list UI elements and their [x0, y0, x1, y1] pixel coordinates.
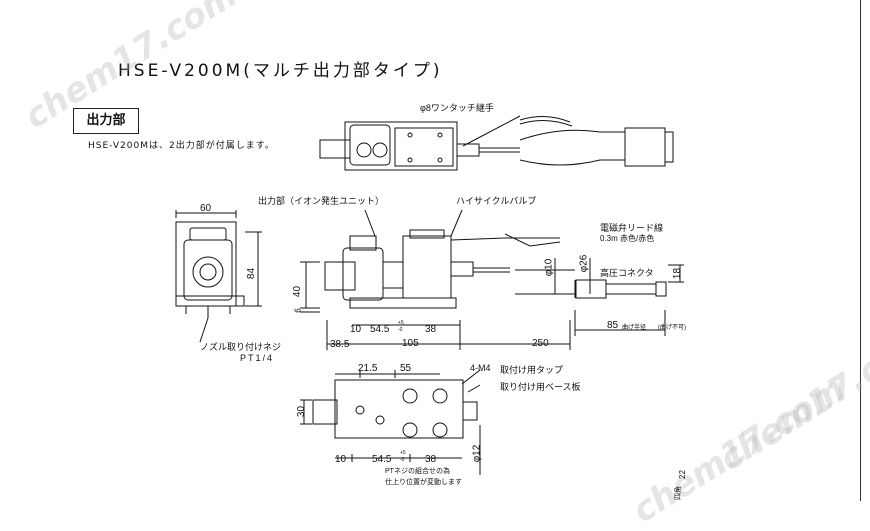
dim-d38-top: 38: [425, 324, 437, 335]
label-hicycle-valve: ハイサイクルバルブ: [456, 196, 537, 206]
side-view-drawing: [300, 209, 684, 350]
label-mount-plate: 取り付け用ベース板: [500, 382, 581, 392]
dim-phi12: φ12: [471, 444, 483, 463]
dim-w60: 60: [200, 203, 212, 214]
dim-d30: 30: [296, 405, 308, 418]
dim-d38-bot: 38: [425, 454, 437, 465]
dim-d38-5: 38.5: [330, 339, 350, 350]
dim-phi10: φ10: [543, 258, 555, 277]
dim-d105: 105: [402, 338, 419, 349]
label-nozzle-thread: PT1/4: [240, 353, 275, 363]
top-view-drawing: [319, 115, 674, 171]
dim-d21-5: 21.5: [358, 363, 378, 374]
dim-d6: 6: [293, 308, 303, 313]
dim-d85: 85: [607, 320, 619, 331]
section-label: 出力部: [73, 108, 139, 134]
label-hv-connector: 高圧コネクタ: [600, 268, 654, 278]
page-mark: 四角: [675, 486, 682, 500]
dim-h84: 84: [246, 267, 258, 280]
dim-d18: 18: [672, 267, 684, 280]
dim-tol-top-plus: +5: [398, 320, 404, 326]
page-border-line: [860, 0, 861, 501]
label-output-unit: 出力部（イオン発生ユニット）: [258, 196, 385, 206]
label-push-fitting: φ8ワンタッチ継手: [420, 103, 494, 113]
dim-tol-top-minus: -0: [398, 327, 403, 333]
label-no-bend: (曲げ不可): [658, 325, 686, 331]
dim-d54-5-top: 54.5: [370, 324, 390, 335]
label-tap-size: 4-M4: [470, 363, 491, 373]
dim-d55: 55: [400, 363, 412, 374]
label-solenoid-lead: 電磁弁リード線: [600, 223, 664, 233]
note-pt-1: PTネジの組合せの為: [385, 468, 450, 475]
technical-drawing: [175, 115, 684, 475]
dim-d54-5-bot: 54.5: [372, 454, 392, 465]
dim-min-bend: 曲げ半径: [622, 325, 647, 331]
dim-d10-top: 10: [350, 324, 362, 335]
label-lead-spec: 0.3m 赤色/赤色: [600, 234, 655, 243]
page-number: 22: [677, 470, 687, 479]
dim-h40: 40: [292, 285, 304, 298]
label-mount-tap: 取付け用タップ: [500, 365, 564, 375]
dim-d250: 250: [532, 338, 549, 349]
bottom-view-drawing: [300, 369, 481, 475]
page-title: HSE-V200M(マルチ出力部タイプ): [118, 61, 443, 81]
note-pt-2: 仕上り位置が変動します: [385, 479, 462, 486]
section-description: HSE-V200Mは、2出力部が付属します。: [88, 141, 275, 151]
end-view-drawing: [175, 210, 262, 343]
dim-tol-bot-plus: +5: [400, 450, 406, 456]
dim-d10-bot: 10: [335, 454, 347, 465]
dim-phi26: φ26: [578, 254, 590, 273]
dim-tol-bot-minus: -0: [400, 457, 405, 463]
label-nozzle-screw: ノズル取り付けネジ: [200, 342, 282, 352]
